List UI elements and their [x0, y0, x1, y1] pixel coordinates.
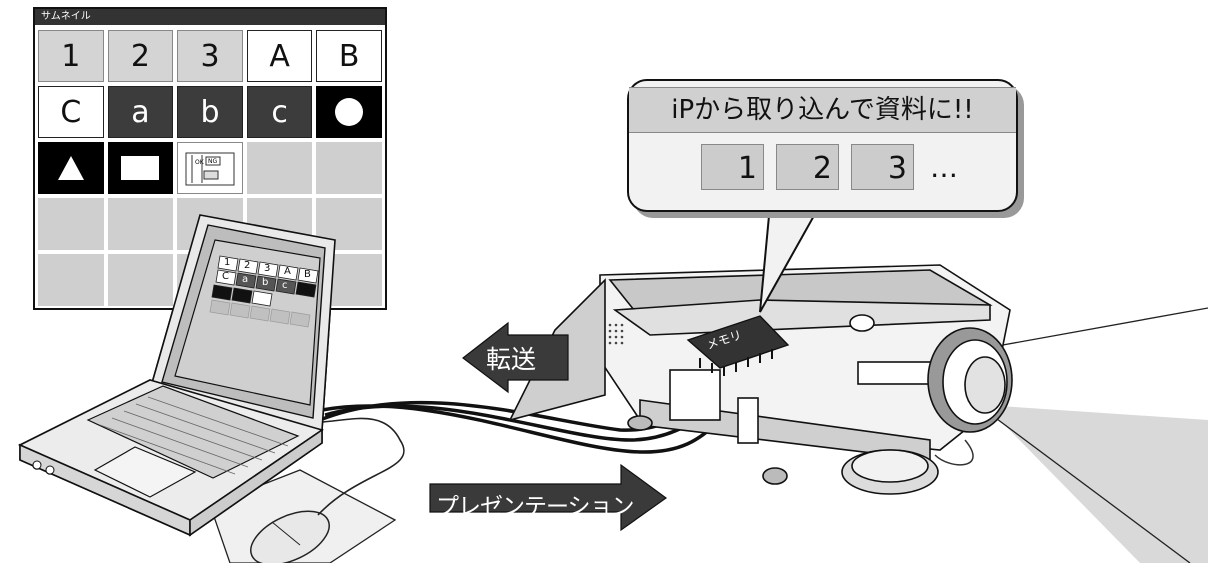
- thumbnail-cell[interactable]: C: [38, 86, 104, 138]
- thumbnail-cell[interactable]: A: [246, 30, 313, 82]
- thumbnail-cell-empty[interactable]: [107, 198, 174, 250]
- laptop-cell: 3: [264, 263, 271, 274]
- thumbnail-cell[interactable]: b: [177, 86, 243, 138]
- thumbnail-cell-empty[interactable]: [107, 254, 174, 306]
- transfer-label: 転送: [486, 345, 537, 374]
- thumbnail-grid: 1 2 3 A B C a b c OK NG: [38, 30, 382, 306]
- laptop-cell: 2: [244, 260, 251, 271]
- thumbnail-cell[interactable]: 3: [177, 30, 243, 82]
- callout-thumbnails: 1 2 3 …: [701, 144, 958, 190]
- laptop-cell: c: [282, 280, 288, 291]
- presentation-label: プレゼンテーション: [436, 494, 635, 520]
- callout-bubble: iPから取り込んで資料に!! 1 2 3 …: [627, 79, 1018, 212]
- ok-label: OK: [195, 159, 205, 166]
- projector: [599, 264, 1013, 495]
- thumbnail-cell-empty[interactable]: [246, 198, 313, 250]
- thumbnail-cell-square[interactable]: [107, 142, 174, 194]
- ng-label: NG: [208, 158, 217, 165]
- thumbnail-cell-empty[interactable]: [316, 254, 382, 306]
- callout-title: iPから取り込んで資料に!!: [629, 87, 1016, 133]
- thumbnail-panel: サムネイル 1 2 3 A B C a b c OK NG: [33, 7, 387, 310]
- thumbnail-cell-empty[interactable]: [38, 254, 104, 306]
- laptop-cell: a: [242, 274, 249, 285]
- diagram-thumbnail-icon: OK NG: [185, 152, 235, 186]
- beam-edge-bottom: [984, 409, 1191, 563]
- thumbnail-cell-triangle[interactable]: [38, 142, 104, 194]
- thumbnail-cell[interactable]: a: [107, 86, 174, 138]
- thumbnail-cell-circle[interactable]: [316, 86, 382, 138]
- thumbnail-cell[interactable]: 1: [38, 30, 104, 82]
- callout-ellipsis: …: [930, 150, 958, 184]
- transfer-arrow: [462, 321, 569, 394]
- thumbnail-cell-empty[interactable]: [246, 142, 313, 194]
- callout-thumbnail: 3: [851, 144, 914, 190]
- thumbnail-cell-empty[interactable]: [177, 198, 243, 250]
- callout-tail-join: [772, 200, 818, 210]
- thumbnail-cell-empty[interactable]: [246, 254, 313, 306]
- thumbnail-panel-title: サムネイル: [35, 9, 385, 25]
- lens-cap-strap: [934, 439, 974, 466]
- thumbnail-cell-diagram[interactable]: OK NG: [177, 142, 243, 194]
- presentation-arrow: [429, 463, 668, 532]
- memory-card: [686, 315, 790, 376]
- thumbnail-cell-empty[interactable]: [177, 254, 243, 306]
- laptop-cell: A: [284, 266, 291, 277]
- thumbnail-cell[interactable]: B: [316, 30, 382, 82]
- thumbnail-cell-empty[interactable]: [38, 198, 104, 250]
- callout-thumbnail: 2: [776, 144, 839, 190]
- square-icon: [121, 156, 160, 180]
- laptop-cell: C: [222, 271, 229, 282]
- projection-beam: [985, 405, 1208, 563]
- laptop-cell: 1: [224, 257, 231, 268]
- thumbnail-cell[interactable]: c: [246, 86, 313, 138]
- laptop-cell: B: [304, 269, 311, 280]
- callout-thumbnail: 1: [701, 144, 764, 190]
- circle-icon: [335, 98, 364, 126]
- thumbnail-cell-empty[interactable]: [316, 198, 382, 250]
- speaker-grille: [608, 323, 624, 345]
- laptop-cell: b: [262, 277, 269, 288]
- thumbnail-cell[interactable]: 2: [107, 30, 174, 82]
- beam-edge-top: [974, 307, 1208, 351]
- triangle-icon: [57, 156, 84, 180]
- thumbnail-cell-empty[interactable]: [316, 142, 382, 194]
